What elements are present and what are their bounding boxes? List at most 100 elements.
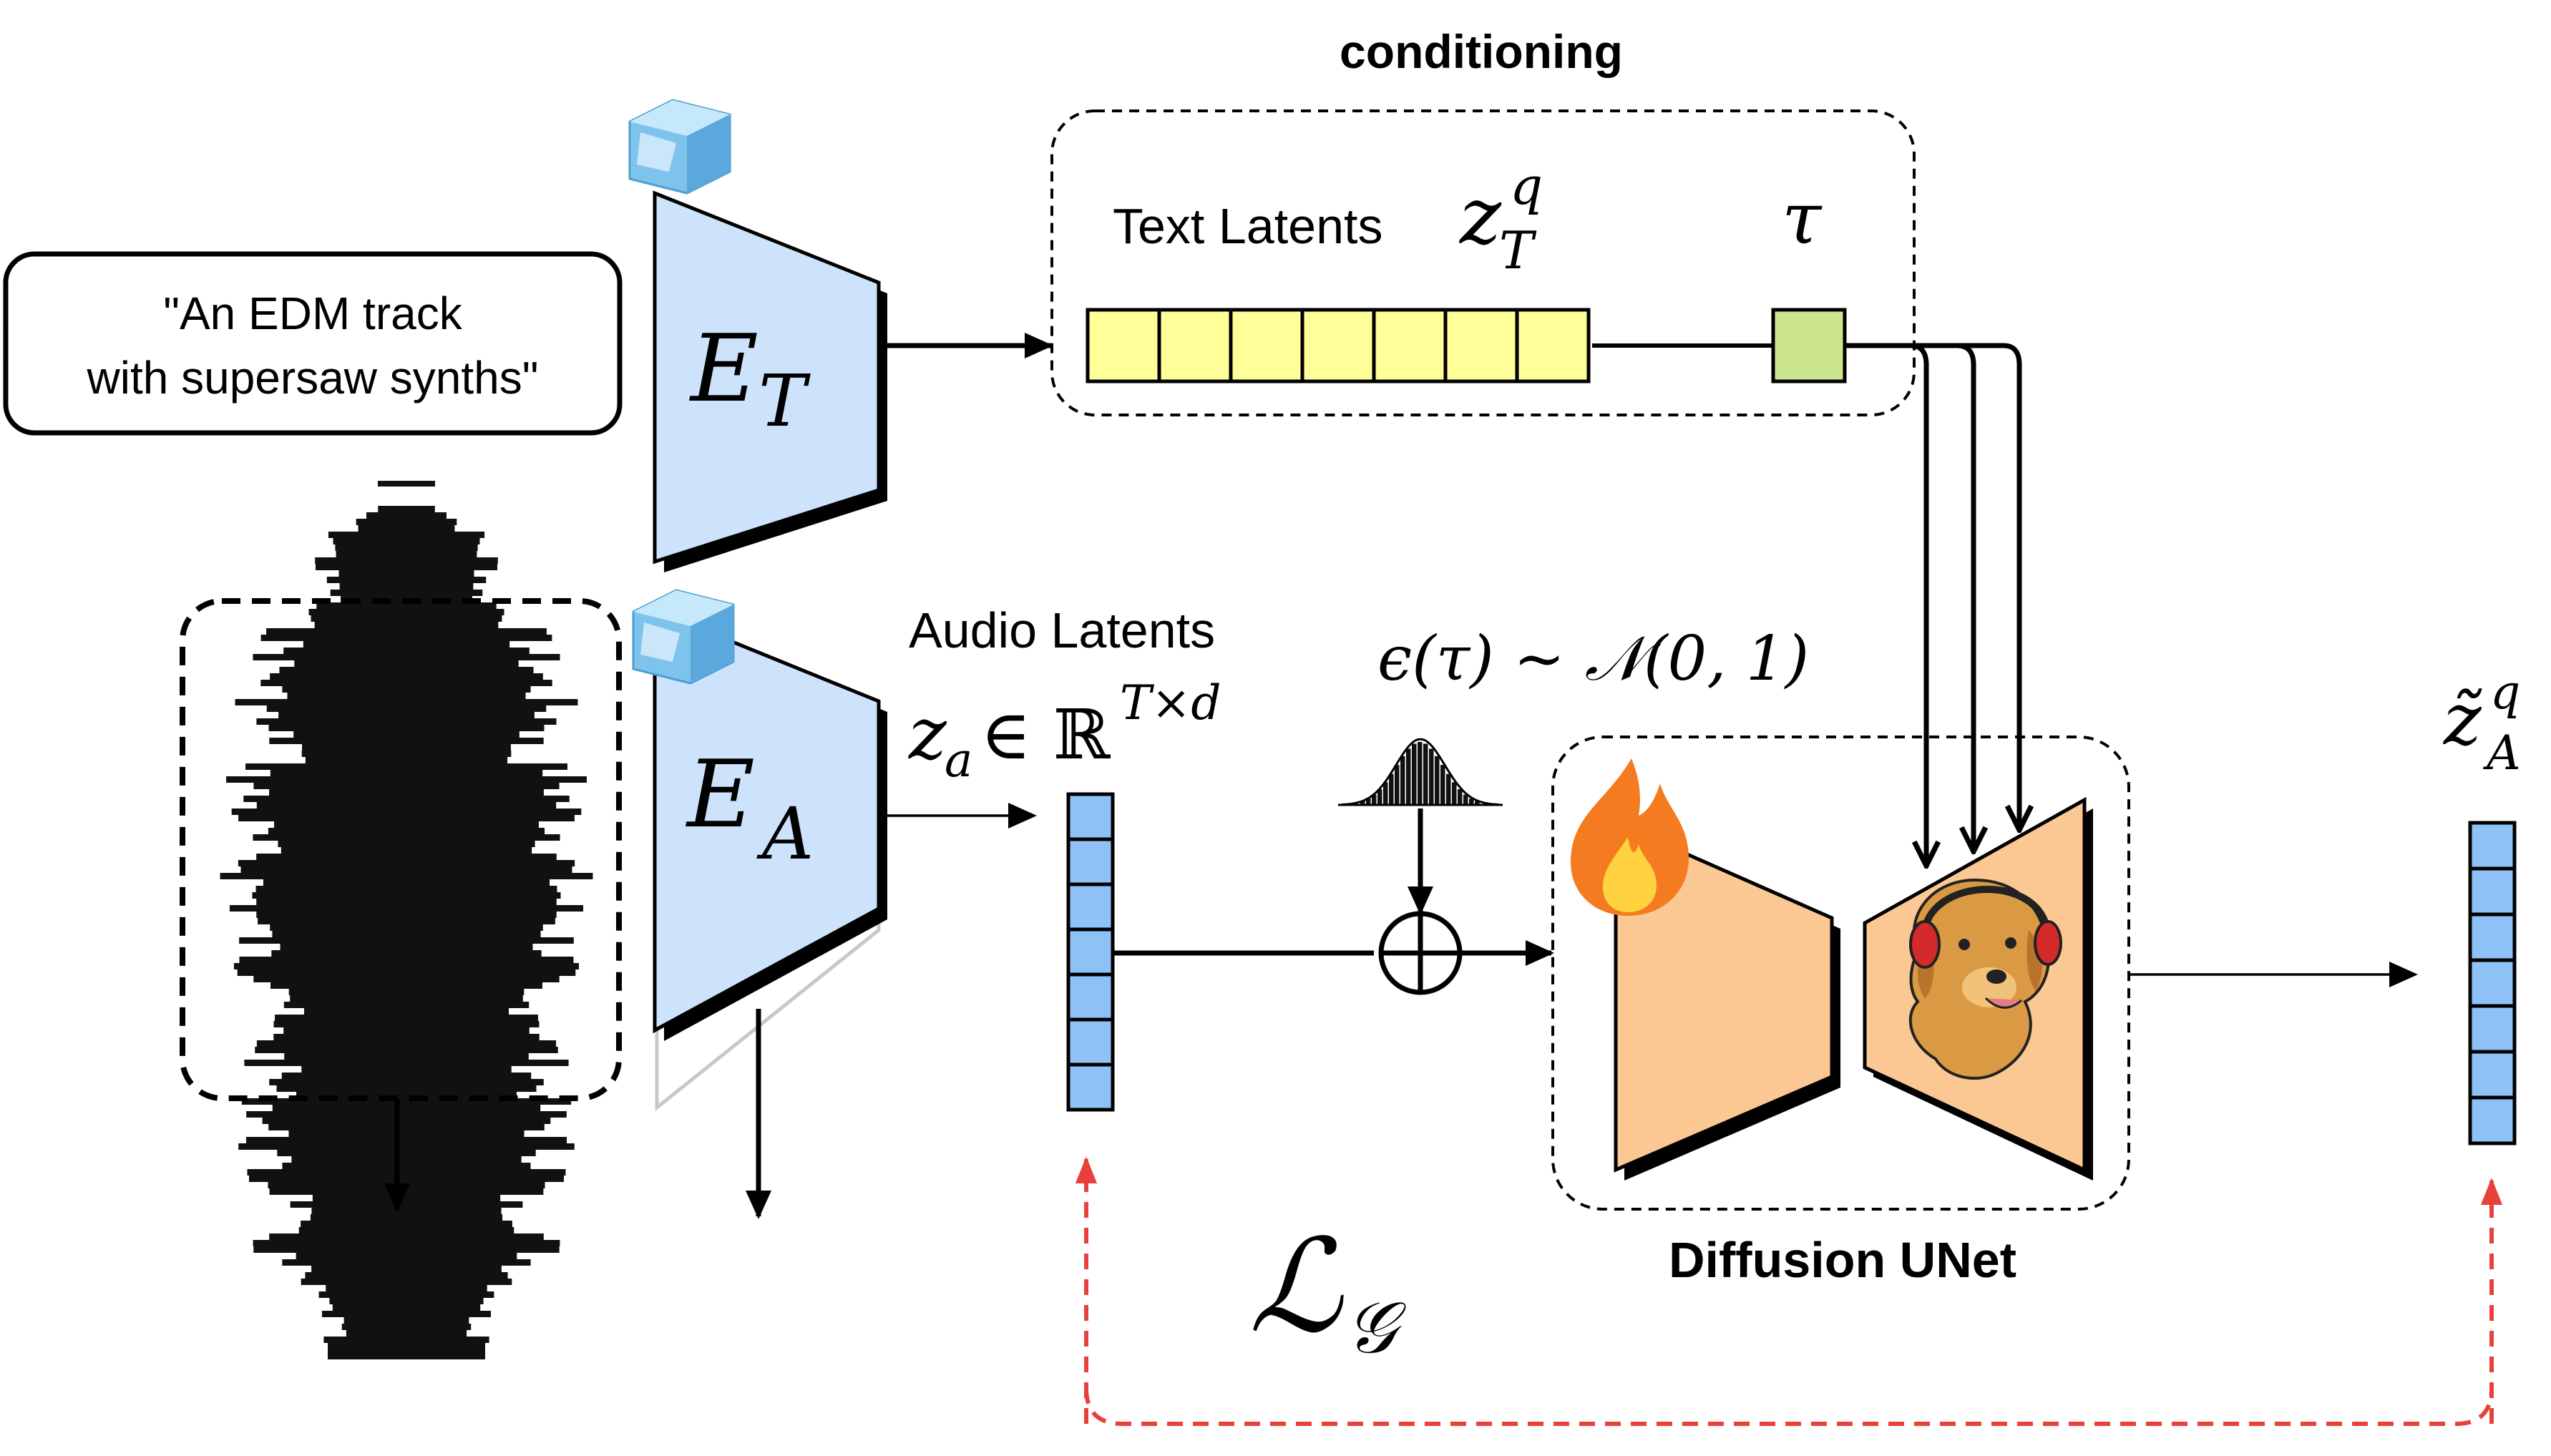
- histogram-bar: [1423, 743, 1428, 805]
- waveform-slice: [318, 1291, 494, 1298]
- waveform-slice: [255, 1047, 558, 1053]
- waveform-slice: [273, 1021, 540, 1027]
- circle-plus-icon: [1378, 911, 1463, 995]
- waveform-slice: [253, 783, 560, 789]
- waveform-slice: [245, 763, 567, 770]
- audio-latent-cell: [1066, 882, 1115, 932]
- waveform-slice: [346, 1330, 467, 1337]
- output-latent-cell: [2468, 912, 2517, 962]
- waveform-slice: [283, 1002, 530, 1008]
- histogram-bar: [1435, 756, 1440, 805]
- histogram-bar: [1418, 742, 1423, 805]
- audio-latent-cell: [1066, 1017, 1115, 1067]
- audio-latent-cell: [1066, 837, 1115, 886]
- waveform-slice: [235, 699, 578, 705]
- waveform-slice: [284, 1053, 529, 1060]
- waveform-slice: [238, 1143, 575, 1150]
- histogram-bar: [1400, 756, 1405, 805]
- waveform-slice: [281, 847, 532, 854]
- waveform-slice: [282, 686, 531, 693]
- waveform-slice: [305, 1272, 508, 1279]
- audio-encoder: [653, 607, 881, 1034]
- histogram-bar: [1412, 743, 1417, 805]
- waveform-slice: [282, 1259, 531, 1266]
- waveform-slice: [262, 1118, 551, 1124]
- text-latent-cell: [1086, 308, 1161, 383]
- output-sup: q: [2490, 665, 2520, 720]
- gaussian-histogram-icon: [1338, 738, 1503, 806]
- waveform-slice: [277, 1150, 536, 1156]
- waveform-slice: [272, 1105, 541, 1111]
- waveform-slice: [275, 1015, 538, 1021]
- waveform-slice: [293, 731, 520, 738]
- unet-label: Diffusion UNet: [1669, 1232, 2016, 1288]
- waveform-slice: [268, 828, 545, 834]
- waveform-slice: [244, 1060, 569, 1066]
- waveform-slice: [308, 609, 504, 615]
- waveform-slice: [245, 1137, 567, 1143]
- waveform-slice: [266, 705, 547, 712]
- waveform-slice: [305, 757, 508, 763]
- histogram-bar: [1458, 789, 1463, 805]
- waveform-slice: [268, 725, 545, 731]
- output-latent-cell: [2468, 1004, 2517, 1054]
- waveform-slice: [270, 982, 542, 989]
- waveform-slice: [288, 989, 525, 995]
- prompt-line-2: with supersaw synths": [87, 352, 539, 404]
- waveform-slice: [301, 751, 512, 757]
- waveform-slice: [287, 693, 526, 699]
- audio-latent-sup: T×d: [1120, 675, 1221, 731]
- waveform-slice: [316, 602, 497, 609]
- waveform-slice: [311, 1266, 502, 1272]
- waveform-slice: [253, 1246, 560, 1253]
- text-latent-cell: [1372, 308, 1448, 383]
- waveform-slice: [339, 583, 474, 590]
- audio-encoder-symbol: E: [686, 740, 755, 849]
- waveform-slice: [243, 796, 570, 802]
- unet-box: [1551, 736, 2130, 1211]
- waveform-slice: [312, 1195, 501, 1201]
- histogram-bar: [1372, 794, 1377, 805]
- histogram-bar: [1463, 794, 1468, 805]
- output-latent-vector: [2468, 821, 2517, 1145]
- waveform-slice: [288, 1130, 525, 1137]
- ice-cube-icon: [632, 589, 735, 685]
- waveform-slice: [310, 1214, 503, 1221]
- waveform-slice: [266, 628, 547, 635]
- waveform-slice: [239, 937, 574, 944]
- text-latent-cell: [1229, 308, 1304, 383]
- text-encoder-subscript: T: [759, 359, 811, 443]
- audio-latent-cell: [1066, 927, 1115, 977]
- text-latent-cell: [1157, 308, 1233, 383]
- waveform-slice: [338, 570, 474, 577]
- prompt-line-1: "An EDM track: [163, 288, 462, 339]
- waveform-slice: [246, 1111, 567, 1118]
- waveform-slice: [343, 1317, 469, 1324]
- waveform-slice: [270, 673, 543, 680]
- waveform-slice: [273, 1034, 540, 1040]
- text-encoder-symbol: E: [689, 314, 759, 423]
- waveform-slice: [253, 654, 560, 660]
- waveform-slice: [303, 641, 510, 648]
- tau-label: τ: [1782, 177, 1823, 260]
- waveform-slice: [341, 1324, 472, 1330]
- text-latents-label: Text Latents: [1113, 198, 1382, 254]
- text-encoder: [653, 190, 881, 565]
- waveform-slice: [336, 551, 477, 557]
- waveform-slice: [283, 648, 530, 654]
- waveform-slice: [329, 1298, 484, 1304]
- waveform-slice: [268, 1124, 545, 1130]
- waveform-top-cap: [378, 481, 435, 487]
- output-sub: A: [2482, 725, 2521, 781]
- audio-encoder-subscript: A: [756, 792, 814, 876]
- histogram-bar: [1366, 798, 1371, 805]
- histogram-bar: [1469, 798, 1474, 805]
- waveform-slice: [249, 1176, 564, 1182]
- audio-waveform-icon: [220, 481, 593, 1359]
- output-var: z̃: [2443, 678, 2482, 761]
- waveform-slice: [270, 924, 543, 931]
- waveform-slice: [229, 905, 584, 912]
- histogram-bar: [1446, 773, 1451, 805]
- waveform-slice: [256, 1040, 557, 1047]
